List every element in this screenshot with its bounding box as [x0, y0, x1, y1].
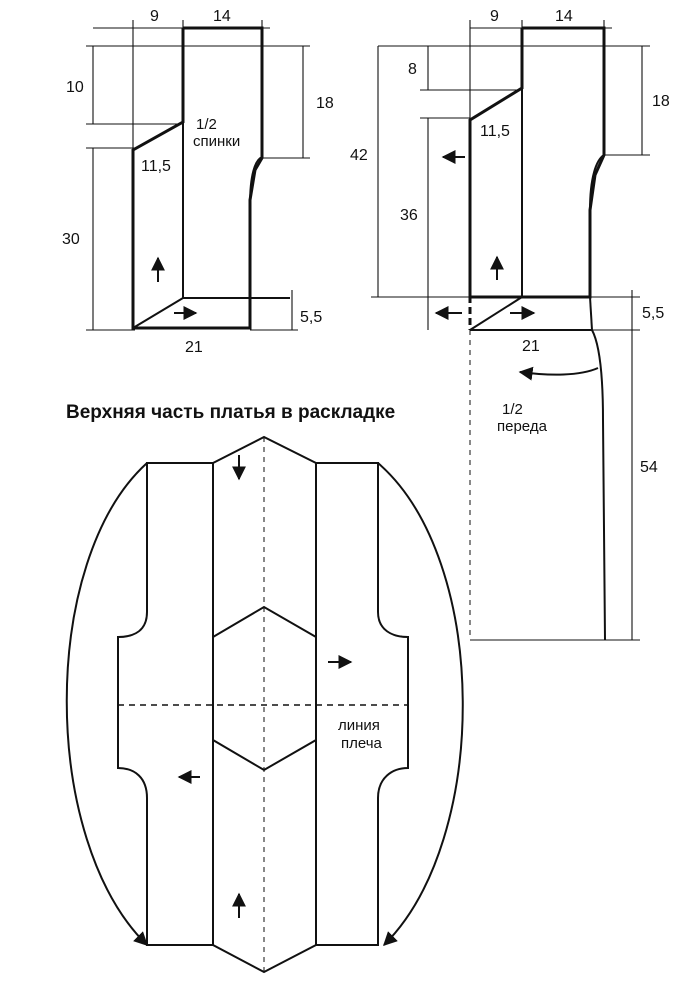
- layout-title: Верхняя часть платья в раскладке: [66, 402, 395, 423]
- layout-right-panel: [316, 462, 409, 946]
- back-dim-top-right: 14: [213, 8, 231, 25]
- layout-shoulder-label-2: плеча: [341, 735, 383, 752]
- back-piece: 9 14 10 18 11,5 30 5,5 21 1/2 спинки: [62, 8, 334, 356]
- front-dim-right-bottom: 5,5: [642, 305, 664, 322]
- back-dim-bottom: 21: [185, 339, 203, 356]
- layout-diagram: линия плеча: [65, 435, 464, 974]
- front-dim-top-right: 14: [555, 8, 573, 25]
- layout-right-curve-arrow-icon: [377, 462, 464, 946]
- front-dim-left-top-small: 8: [408, 61, 417, 78]
- front-skirt-curved-arrow-icon: [518, 366, 599, 381]
- front-dim-skirt-length: 54: [640, 459, 658, 476]
- back-inner-diagonal: [132, 297, 184, 329]
- front-dim-top-left: 9: [490, 8, 499, 25]
- back-dim-left-lower: 30: [62, 231, 80, 248]
- front-skirt-side: [591, 329, 606, 641]
- back-armhole-curve: [249, 156, 263, 206]
- back-dim-left-upper: 10: [66, 79, 84, 96]
- front-dim-left-inner: 36: [400, 207, 418, 224]
- layout-left-curve-arrow-icon: [65, 462, 148, 946]
- back-dim-right-upper: 18: [316, 95, 334, 112]
- back-label-fraction: 1/2: [196, 116, 217, 133]
- back-dim-top-left: 9: [150, 8, 159, 25]
- front-dim-bottom: 21: [522, 338, 540, 355]
- front-inner-diagonal: [469, 296, 523, 331]
- front-label-name: переда: [497, 418, 548, 435]
- back-label-name: спинки: [193, 133, 240, 150]
- front-piece: 9 14 8 42 18 11,5 36 5,5 21 54 1/2 перед…: [350, 8, 670, 641]
- layout-shoulder-label-1: линия: [338, 717, 380, 734]
- front-dim-left-total: 42: [350, 147, 368, 164]
- front-dim-right-upper: 18: [652, 93, 670, 110]
- back-dim-right-bottom: 5,5: [300, 309, 322, 326]
- back-dim-diagonal: 11,5: [141, 158, 171, 175]
- back-outline: [131, 26, 264, 330]
- front-label-fraction: 1/2: [502, 401, 523, 418]
- front-armhole-curve: [589, 154, 605, 211]
- front-dim-diagonal: 11,5: [480, 123, 510, 140]
- layout-left-panel: [117, 462, 213, 946]
- front-outline: [468, 26, 606, 299]
